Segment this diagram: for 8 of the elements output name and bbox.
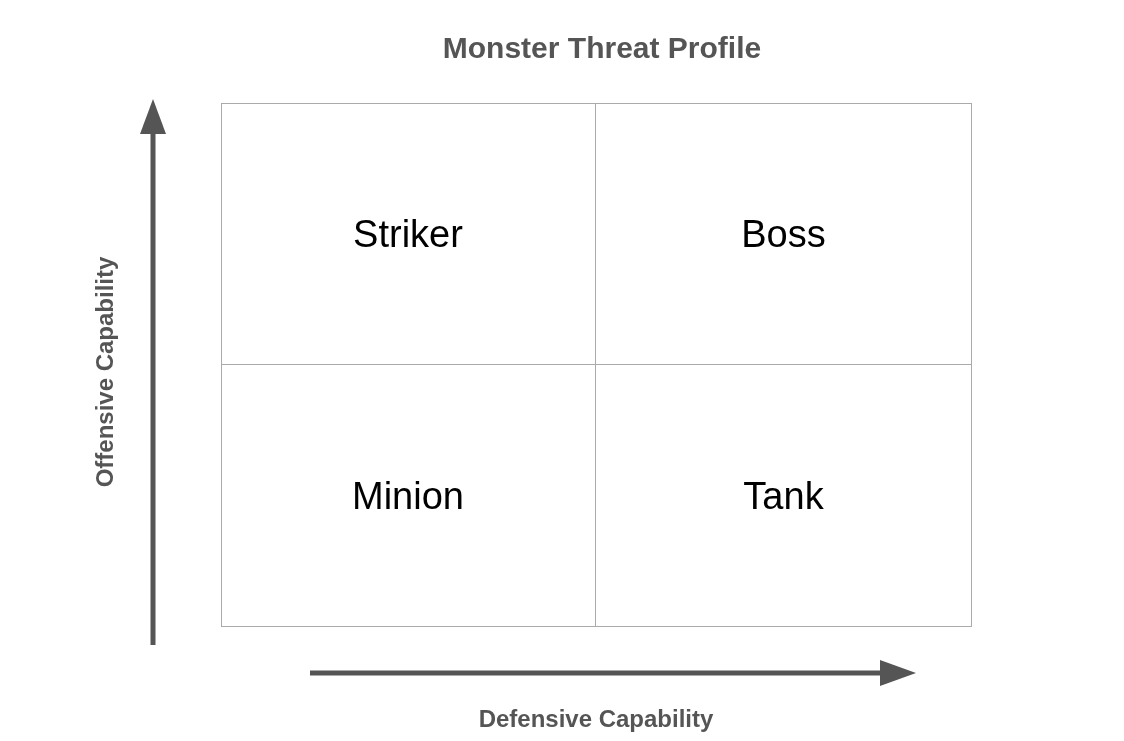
quadrant-label: Minion [352,477,464,515]
axis-label: Offensive Capability [93,256,117,488]
quadrant-label: Tank [743,477,824,515]
chart-title: Monster Threat Profile [441,30,763,66]
quadrant-label: Striker [353,214,463,253]
axis-label: Defensive Capability [477,704,715,734]
quadrant-cell [221,103,596,365]
quadrant-label: Boss [741,214,826,253]
